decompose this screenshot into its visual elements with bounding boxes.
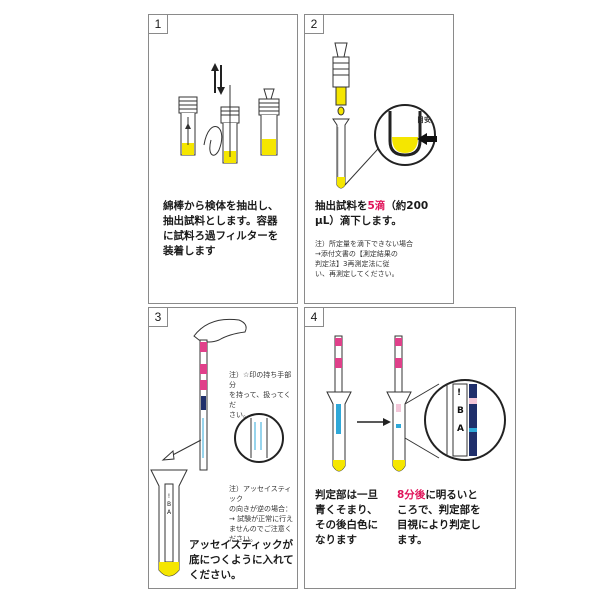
assay-stick-illustration: ! B A [150,318,284,577]
assay-stick-icon [199,339,208,471]
zoom-label-a: A [457,424,464,434]
zoom-label-excl: ! [457,388,462,398]
step-number: 4 [305,308,324,327]
step-number: 2 [305,15,324,34]
tube-swab-icon [203,85,240,164]
zoom-circle-icon [234,413,284,463]
step-4-text-left: 判定部は一旦 青くそまり、 その後白色に なります [315,489,378,546]
filter-attach-illustration [178,63,280,164]
step-2-panel: 2 目安 抽出試料を5滴（約200 μL）滴下します。 注）所定量を滴下できない… [304,14,454,304]
hand-icon [193,318,247,343]
step-3-note-2: 注）アッセイスティック の向きが逆の場合： → 試験が正常に行え ませんのでご注… [229,485,294,543]
up-down-arrows-icon [211,63,225,95]
svg-text:!: ! [168,493,170,500]
test-tube-icon: ! B A [150,469,188,577]
tube-with-cap-icon [178,96,198,156]
step-3-note-1: 注）☆印の持ち手部分 を持って、扱ってくだ さい。 [229,371,292,419]
step-1-panel: 1 [148,14,298,304]
sealed-tube-icon [258,88,280,156]
zoom-label-b: B [457,406,464,416]
result-reading-illustration [326,335,506,472]
test-tube-stick-icon [386,335,412,472]
svg-text:A: A [167,509,172,516]
step-3-panel: 3 ! B A 注）☆印の持ち手部分 を持って、扱っ [148,307,298,589]
zoom-circle-icon [374,104,437,166]
step-number: 3 [149,308,168,327]
right-arrow-icon [383,418,391,426]
gauge-label: 目安 [417,116,431,124]
zoom-circle-icon [424,379,506,461]
test-tube-stick-icon [326,335,352,472]
step-2-text: 抽出試料を5滴（約200 μL）滴下します。 [315,200,429,227]
svg-text:B: B [167,501,171,508]
step-1-text: 綿棒から検体を抽出し、 抽出試料とします。容器 に試料ろ過フィルターを 装着しま… [163,200,279,257]
dropper-bottle-icon [332,42,350,116]
test-tube-icon [332,118,350,189]
step-3-text: アッセイスティックが 底につくように入れて ください。 [189,539,294,581]
step-4-panel: 4 [304,307,516,589]
dropping-illustration [332,42,437,189]
step-4-text-right: 8分後に明るいと ころで、判定部を 目視により判定し ます。 [397,489,481,546]
step-2-note: 注）所定量を滴下できない場合 →添付文書の【測定結果の 判定法】3再測定法に従 … [315,240,413,278]
step-number: 1 [149,15,168,34]
